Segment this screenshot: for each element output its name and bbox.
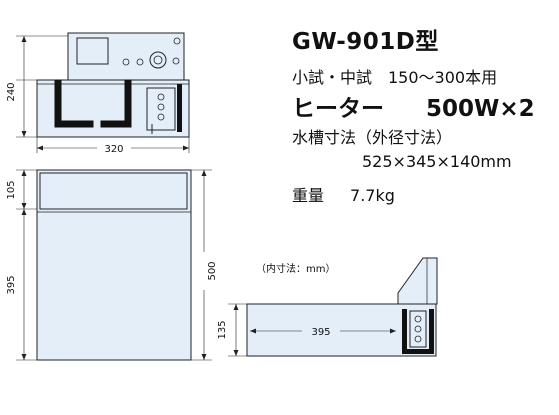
heater-spec: ヒーター 500W×2 [292, 89, 535, 123]
dim-label-top-small: 105 [6, 180, 17, 199]
model-name: GW-901D型 [292, 29, 439, 55]
pump-port-icon [414, 315, 422, 323]
heater-value: 500W×2 [426, 96, 535, 122]
knob-small-icon [136, 58, 144, 66]
pump-port-icon [157, 113, 165, 121]
dim-front-height [16, 35, 68, 138]
dim-front-width [36, 137, 190, 153]
pump-unit-side [409, 310, 427, 348]
dial-inner-icon [153, 55, 163, 65]
dim-top-left [16, 169, 37, 361]
dim-label-front-height: 240 [6, 82, 17, 101]
heater-side [429, 309, 434, 354]
front-view [36, 32, 190, 138]
heater-side-base [402, 349, 434, 354]
sensor-bar [177, 84, 182, 132]
pump-unit [146, 87, 176, 131]
tank-dimensions-value: 525×345×140mm [362, 152, 512, 171]
knob-small-icon [172, 57, 180, 65]
dim-top-total [191, 169, 212, 361]
tank-side [246, 303, 437, 357]
pump-port-icon [414, 325, 422, 333]
dim-label-side-height: 135 [217, 320, 228, 339]
control-box-side [397, 257, 438, 305]
heater-side [402, 309, 407, 354]
dim-label-front-width: 320 [104, 144, 123, 155]
dim-side-width [250, 328, 396, 334]
usage-capacity: 小試・中試 150〜300本用 [292, 68, 498, 87]
heater-right [100, 79, 132, 128]
dial-outer-icon [149, 51, 167, 69]
heater-label: ヒーター [292, 96, 384, 122]
pump-port-icon [157, 103, 165, 111]
heater-left [54, 79, 94, 128]
pump-port-icon [157, 93, 165, 101]
inner-dimension-note: （内寸法：mm） [256, 264, 336, 275]
tank-dimensions-label: 水槽寸法（外径寸法） [292, 128, 453, 147]
top-view [36, 169, 192, 361]
weight-spec: 重量 7.7kg [292, 182, 395, 206]
display-panel [76, 37, 109, 65]
dim-label-top-large: 395 [6, 275, 17, 294]
weight-label: 重量 [292, 186, 325, 205]
knob-small-icon [173, 37, 181, 45]
pump-port-icon [414, 335, 422, 343]
control-box-top [39, 172, 188, 210]
knob-small-icon [122, 58, 130, 66]
dim-label-side-width: 395 [311, 327, 330, 338]
side-view [246, 257, 438, 357]
dim-side-height [228, 303, 247, 357]
weight-value: 7.7kg [350, 186, 395, 205]
dim-label-top-total: 500 [207, 261, 218, 280]
